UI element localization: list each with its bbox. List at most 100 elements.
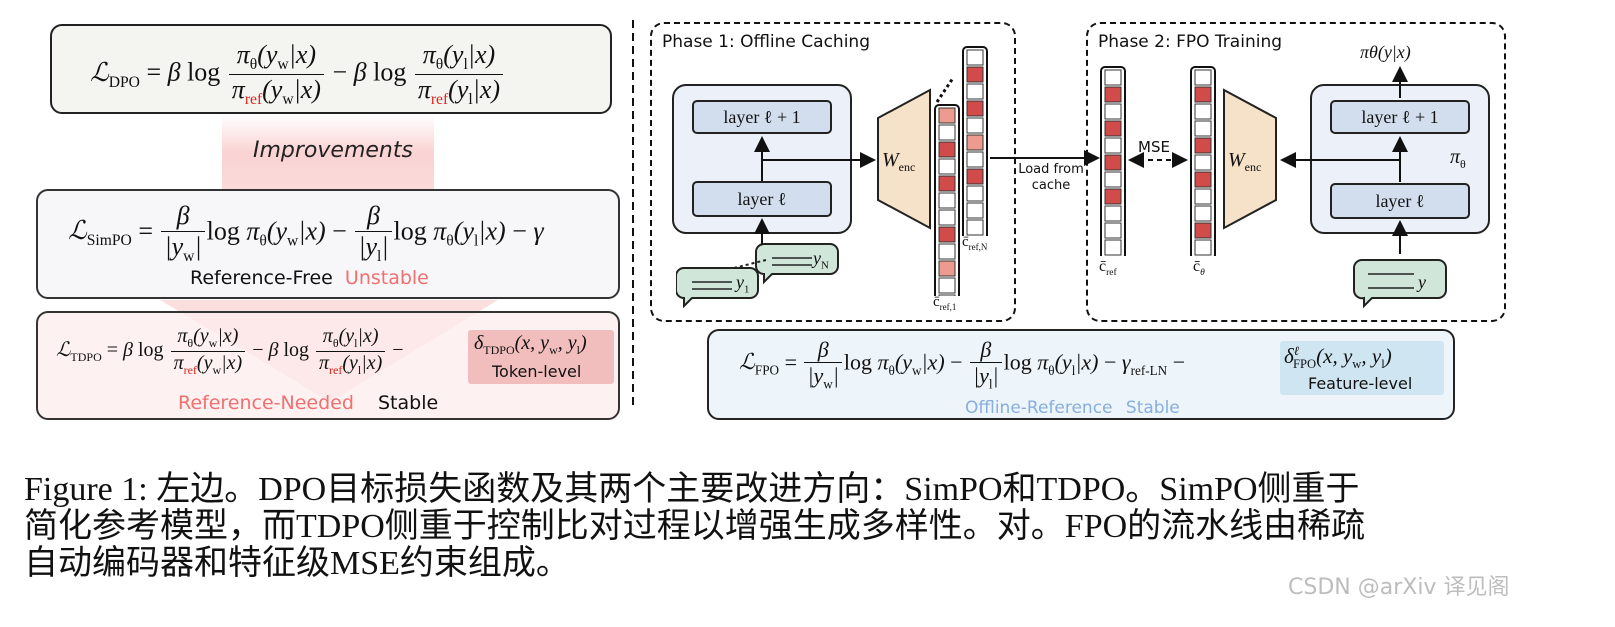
improvements-label: Improvements [253,138,413,163]
cache-cell [1194,222,1212,239]
phase2-bubble [1353,259,1447,309]
bubble-y1-label: y1 [736,272,750,296]
phase2-arrows [1128,66,1408,254]
cache-cell [1194,171,1212,188]
fpo-delta-term: δℓFPO(x, yw, yl) [1284,344,1392,372]
phase1-panel [650,22,1016,322]
cache-cell [966,202,984,219]
tdpo-formula: ℒTDPO = β log πθ(yw|x)πref(yw|x) − β log… [56,325,404,377]
cache-cell [938,260,956,277]
cache-cell [1104,103,1122,120]
unstable-label: Unstable [344,267,429,289]
cache-ref1-label: c̄ref,1 [933,294,957,312]
cache-cell [1104,171,1122,188]
cache-cell [938,209,956,226]
cache-cell [1104,188,1122,205]
cache-cell [1194,188,1212,205]
phase2-layer-upper: layer ℓ + 1 [1330,100,1470,134]
load-from-cache-label: Load from cache [1014,162,1088,194]
cache-cell [938,175,956,192]
cache-cell [1194,154,1212,171]
cache-cell [966,117,984,134]
token-level-label: Token-level [492,362,582,381]
fpo-loss-box: ℒFPO = β|yw|log πθ(yw|x) − β|yl|log πθ(y… [707,329,1455,420]
cache-cell [1194,239,1212,256]
cache-cell [1194,69,1212,86]
simpo-note: Reference-Free Unstable [190,267,429,289]
cache-cell [966,100,984,117]
fpo-note: Offline-Reference Stable [965,398,1180,418]
caption-line-3: 自动编码器和特征级MSE约束组成。 [24,545,570,582]
phase1-arrows [754,77,1100,244]
cache-cell [966,219,984,236]
cache-cell [966,134,984,151]
bubble-yn-label: yN [813,248,829,272]
phase1-encoder-sub: enc [898,160,916,174]
cache-cell [1104,120,1122,137]
cache-cell [966,49,984,66]
cache-column-ctheta [1190,66,1216,256]
tdpo-loss-box: ℒTDPO = β log πθ(yw|x)πref(yw|x) − β log… [36,311,620,420]
load-label-line2: cache [1031,178,1071,193]
cache-cell [938,226,956,243]
caption-line-1: Figure 1: 左边。DPO目标损失函数及其两个主要改进方向：SimPO和T… [24,471,1360,508]
simpo-loss-box: ℒSimPO = β|yw|log πθ(yw|x) − β|yl|log πθ… [36,189,620,299]
cache-cell [938,124,956,141]
offline-reference-label: Offline-Reference [965,398,1113,418]
phase1-title: Phase 1: Offline Caching [662,32,870,52]
reference-free-label: Reference-Free [190,267,333,289]
cache-cell [1194,205,1212,222]
cache-cell [1104,154,1122,171]
phase1-layer-lower: layer ℓ [692,181,832,217]
figure-caption: Figure 1: 左边。DPO目标损失函数及其两个主要改进方向：SimPO和T… [24,471,1604,582]
cache-cell [966,83,984,100]
dpo-formula: ℒDPO = β log πθ(yw|x)πref(yw|x) − β log … [90,40,505,109]
phase1-encoder-label: Wenc [882,149,916,174]
mse-label: MSE [1138,138,1170,156]
cache-cell [1104,239,1122,256]
caption-line-2: 简化参考模型，而TDPO侧重于控制比对过程以增强生成多样性。对。FPO的流水线由… [24,508,1366,545]
phase2-title: Phase 2: FPO Training [1098,32,1283,52]
cache-cell [966,185,984,202]
feature-level-highlight: δℓFPO(x, yw, yl) Feature-level [1280,341,1444,395]
tdpo-delta-term: δTDPO(x, yw, yl) [474,332,587,357]
cache-cell [938,158,956,175]
cache-cell [938,192,956,209]
cache-cell [938,141,956,158]
fpo-formula: ℒFPO = β|yw|log πθ(yw|x) − β|yl|log πθ(y… [739,337,1186,392]
fpo-stable-label: Stable [1125,398,1180,418]
cache-column-ref-n [962,46,988,236]
watermark: CSDN @arXiv 译见阁 [1288,575,1510,600]
cache-cell [1104,86,1122,103]
feature-level-label: Feature-level [1308,374,1413,393]
cache-cell [1104,205,1122,222]
phase2-encoder-label: Wenc [1228,149,1262,174]
load-label-line1: Load from [1018,162,1084,177]
panel-divider [632,20,634,408]
policy-output-label: πθ(y|x) [1360,42,1411,62]
phase2-layer-lower: layer ℓ [1330,183,1470,219]
cache-cell [1194,86,1212,103]
phase2-panel [1086,22,1506,322]
tdpo-note: Reference-Needed Stable [178,392,438,414]
cache-cell [1194,103,1212,120]
phase2-encoder-shape [1223,88,1277,230]
cache-cell [1104,137,1122,154]
policy-label: πθ [1450,146,1466,171]
cache-cell [1104,69,1122,86]
phase1-bubbles [676,243,839,308]
token-level-highlight: δTDPO(x, yw, yl) Token-level [468,330,614,384]
cache-column-ref-1 [934,104,960,296]
cache-refn-label: c̄ref,N [962,234,988,252]
ctheta-label: c̄θ [1193,258,1205,279]
simpo-formula: ℒSimPO = β|yw|log πθ(yw|x) − β|yl|log πθ… [68,201,544,266]
cache-cell [1104,222,1122,239]
cache-cell [938,107,956,124]
cache-cell [966,66,984,83]
stable-label: Stable [377,392,439,414]
reference-needed-label: Reference-Needed [178,392,354,414]
cache-cell [966,151,984,168]
cache-cell [938,243,956,260]
phase1-layer-upper: layer ℓ + 1 [692,100,832,134]
cache-cell [1194,137,1212,154]
